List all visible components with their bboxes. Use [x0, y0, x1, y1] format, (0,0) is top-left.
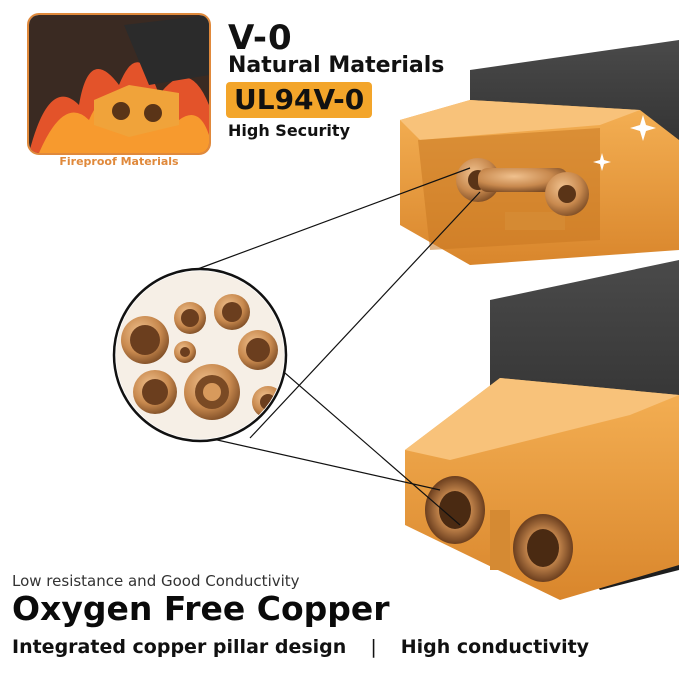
inset-caption: Fireproof Materials: [59, 155, 179, 168]
feature-line: Integrated copper pillar design | High con…: [12, 636, 589, 658]
material-title: Natural Materials: [228, 53, 445, 78]
feature-1: Integrated copper pillar design: [12, 636, 347, 658]
ul-rating-badge: UL94V-0: [226, 82, 373, 118]
female-connector: [405, 260, 679, 600]
sparkle-icons: [593, 115, 656, 171]
security-label: High Security: [228, 121, 350, 140]
male-connector: [400, 40, 679, 265]
fire-connector-icon: [29, 15, 209, 153]
tagline: Low resistance and Good Conductivity: [12, 572, 300, 590]
feature-separator: |: [370, 636, 377, 658]
rating-title: V-0: [228, 18, 293, 58]
fireproof-inset: [27, 13, 211, 155]
main-title: Oxygen Free Copper: [12, 589, 390, 628]
feature-2: High conductivity: [400, 636, 590, 658]
zoom-lines: [194, 167, 481, 526]
copper-magnifier: [112, 267, 288, 443]
